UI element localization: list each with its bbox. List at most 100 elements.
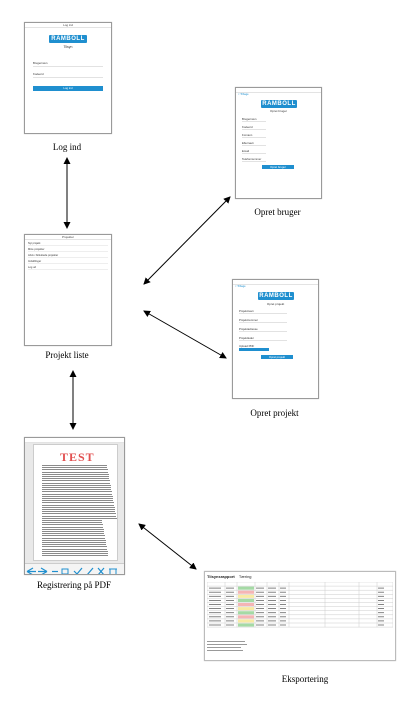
pdf-text-line <box>42 546 107 548</box>
table-cell-text <box>209 616 221 618</box>
table-cell-text <box>378 591 384 593</box>
cross-icon[interactable] <box>97 567 105 575</box>
email-field[interactable] <box>242 153 266 154</box>
pdf-text-line <box>42 491 112 493</box>
table-cell-text <box>268 608 276 609</box>
ramboll-logo: RAMBOLL <box>49 35 87 43</box>
test-stamp: TEST <box>60 450 95 464</box>
project-lead-label: Projektleder <box>239 336 254 340</box>
project-number-field[interactable] <box>239 322 287 323</box>
arrow-left-icon[interactable] <box>26 567 36 575</box>
status-bar <box>236 88 321 93</box>
table-cell-text <box>268 595 276 597</box>
table-cell-text <box>226 620 234 622</box>
pdf-text-line <box>42 504 115 506</box>
ramboll-logo: RAMBOLL <box>258 292 294 300</box>
trash-icon[interactable] <box>109 568 117 575</box>
pdf-text-line <box>42 528 104 530</box>
back-link[interactable]: < Tilbage <box>235 285 246 288</box>
pdf-text-line <box>42 498 113 499</box>
list-item-settings[interactable]: Indstillinger <box>28 260 108 264</box>
list-item-archive[interactable]: Arkiv / Afsluttede projekter <box>28 254 108 258</box>
project-name-label: Projektnavn <box>239 309 254 313</box>
login-button[interactable]: Log ind <box>33 86 103 91</box>
list-item-logout[interactable]: Log ud <box>28 266 108 270</box>
username-field[interactable] <box>242 121 266 122</box>
pdf-text-line <box>42 537 106 539</box>
table-cell-text <box>280 591 286 593</box>
project-list-screen: Projekter Nyt projekt Mine projekter Ark… <box>24 234 112 346</box>
pdf-text-line <box>42 484 111 486</box>
table-cell-text <box>378 616 384 618</box>
checkmark-icon[interactable] <box>73 567 83 574</box>
pdf-text-line <box>42 542 106 543</box>
table-cell-text <box>226 600 234 601</box>
table-cell-text <box>280 620 286 622</box>
upload-pdf-button[interactable] <box>239 348 269 351</box>
phone-field[interactable] <box>242 161 266 162</box>
pdf-text-line <box>42 469 108 471</box>
table-cell-text <box>256 616 264 618</box>
caption-create-user: Opret bruger <box>254 207 301 217</box>
caption-login: Log ind <box>52 142 82 152</box>
status-cell <box>238 603 254 607</box>
table-cell-text <box>280 608 286 609</box>
pdf-screen: TEST <box>24 437 125 575</box>
caption-project-list: Projekt liste <box>45 350 89 360</box>
report-subtitle: Tæring <box>238 574 252 579</box>
table-cell-text <box>268 624 276 626</box>
report-table-area <box>206 581 394 628</box>
username-field[interactable] <box>33 66 103 67</box>
table-cell-text <box>378 600 384 601</box>
pdf-text-line <box>42 500 114 502</box>
list-item-new-project[interactable]: Nyt projekt <box>28 242 108 246</box>
pdf-text-line <box>42 520 102 521</box>
pdf-text-line <box>42 478 110 480</box>
back-link[interactable]: < Tilbage <box>238 93 249 96</box>
password-field[interactable] <box>242 129 266 130</box>
status-cell <box>238 598 254 602</box>
pdf-text-line <box>42 495 113 497</box>
pdf-toolbar <box>25 563 124 575</box>
pdf-text-line <box>42 482 111 484</box>
table-cell-text <box>226 616 234 618</box>
status-cell <box>238 611 254 615</box>
lastname-field[interactable] <box>242 145 266 146</box>
table-cell-text <box>378 624 384 626</box>
pen-icon[interactable] <box>87 567 94 575</box>
username-label: Brugernavn <box>242 117 257 121</box>
pdf-text-line <box>42 544 107 546</box>
table-cell-text <box>268 616 276 618</box>
status-cell <box>238 615 254 619</box>
login-screen: Log ind RAMBOLL Tilsyn Brugernavn Kodeor… <box>24 22 112 134</box>
caption-export: Eksportering <box>281 674 329 684</box>
table-cell-text <box>256 604 264 605</box>
table-cell-text <box>209 620 221 622</box>
pdf-text-line <box>42 480 110 482</box>
project-name-field[interactable] <box>239 313 287 314</box>
pdf-text-line <box>42 487 111 488</box>
pdf-text-line <box>42 548 108 550</box>
firstname-field[interactable] <box>242 137 266 138</box>
create-user-button[interactable]: Opret bruger <box>262 165 294 169</box>
create-project-button[interactable]: Opret projekt <box>261 355 293 359</box>
pdf-text-line <box>42 473 109 475</box>
pdf-text-line <box>42 465 107 466</box>
table-cell-text <box>226 612 234 614</box>
table-cell-text <box>226 595 234 597</box>
create-project-screen: < Tilbage RAMBOLL Opret projekt Projektn… <box>232 279 319 399</box>
status-bar <box>233 280 318 285</box>
rect-icon[interactable] <box>61 568 69 574</box>
list-item-my-projects[interactable]: Mine projekter <box>28 248 108 252</box>
export-screen: Tilsynsrapport Tæring <box>204 571 396 661</box>
project-address-field[interactable] <box>239 331 287 332</box>
table-cell-text <box>209 612 221 614</box>
table-cell-text <box>256 600 264 601</box>
project-lead-field[interactable] <box>239 340 287 341</box>
pdf-text-line <box>42 553 108 554</box>
password-field[interactable] <box>33 77 103 78</box>
pdf-text-line <box>42 502 114 504</box>
report-notes <box>207 639 267 653</box>
table-cell-text <box>268 612 276 614</box>
arrow-right-icon[interactable] <box>38 567 48 575</box>
